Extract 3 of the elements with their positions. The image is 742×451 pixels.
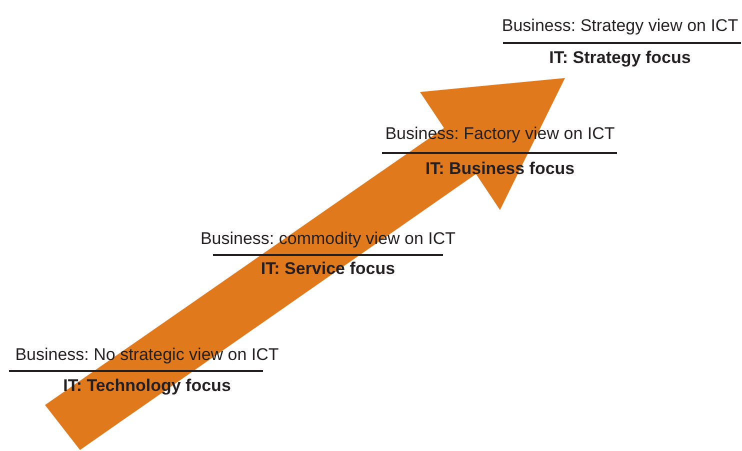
view-label: Business: Strategy view on ICT [502, 16, 738, 36]
focus-label: IT: Strategy focus [549, 48, 691, 68]
focus-label: IT: Service focus [260, 259, 396, 279]
